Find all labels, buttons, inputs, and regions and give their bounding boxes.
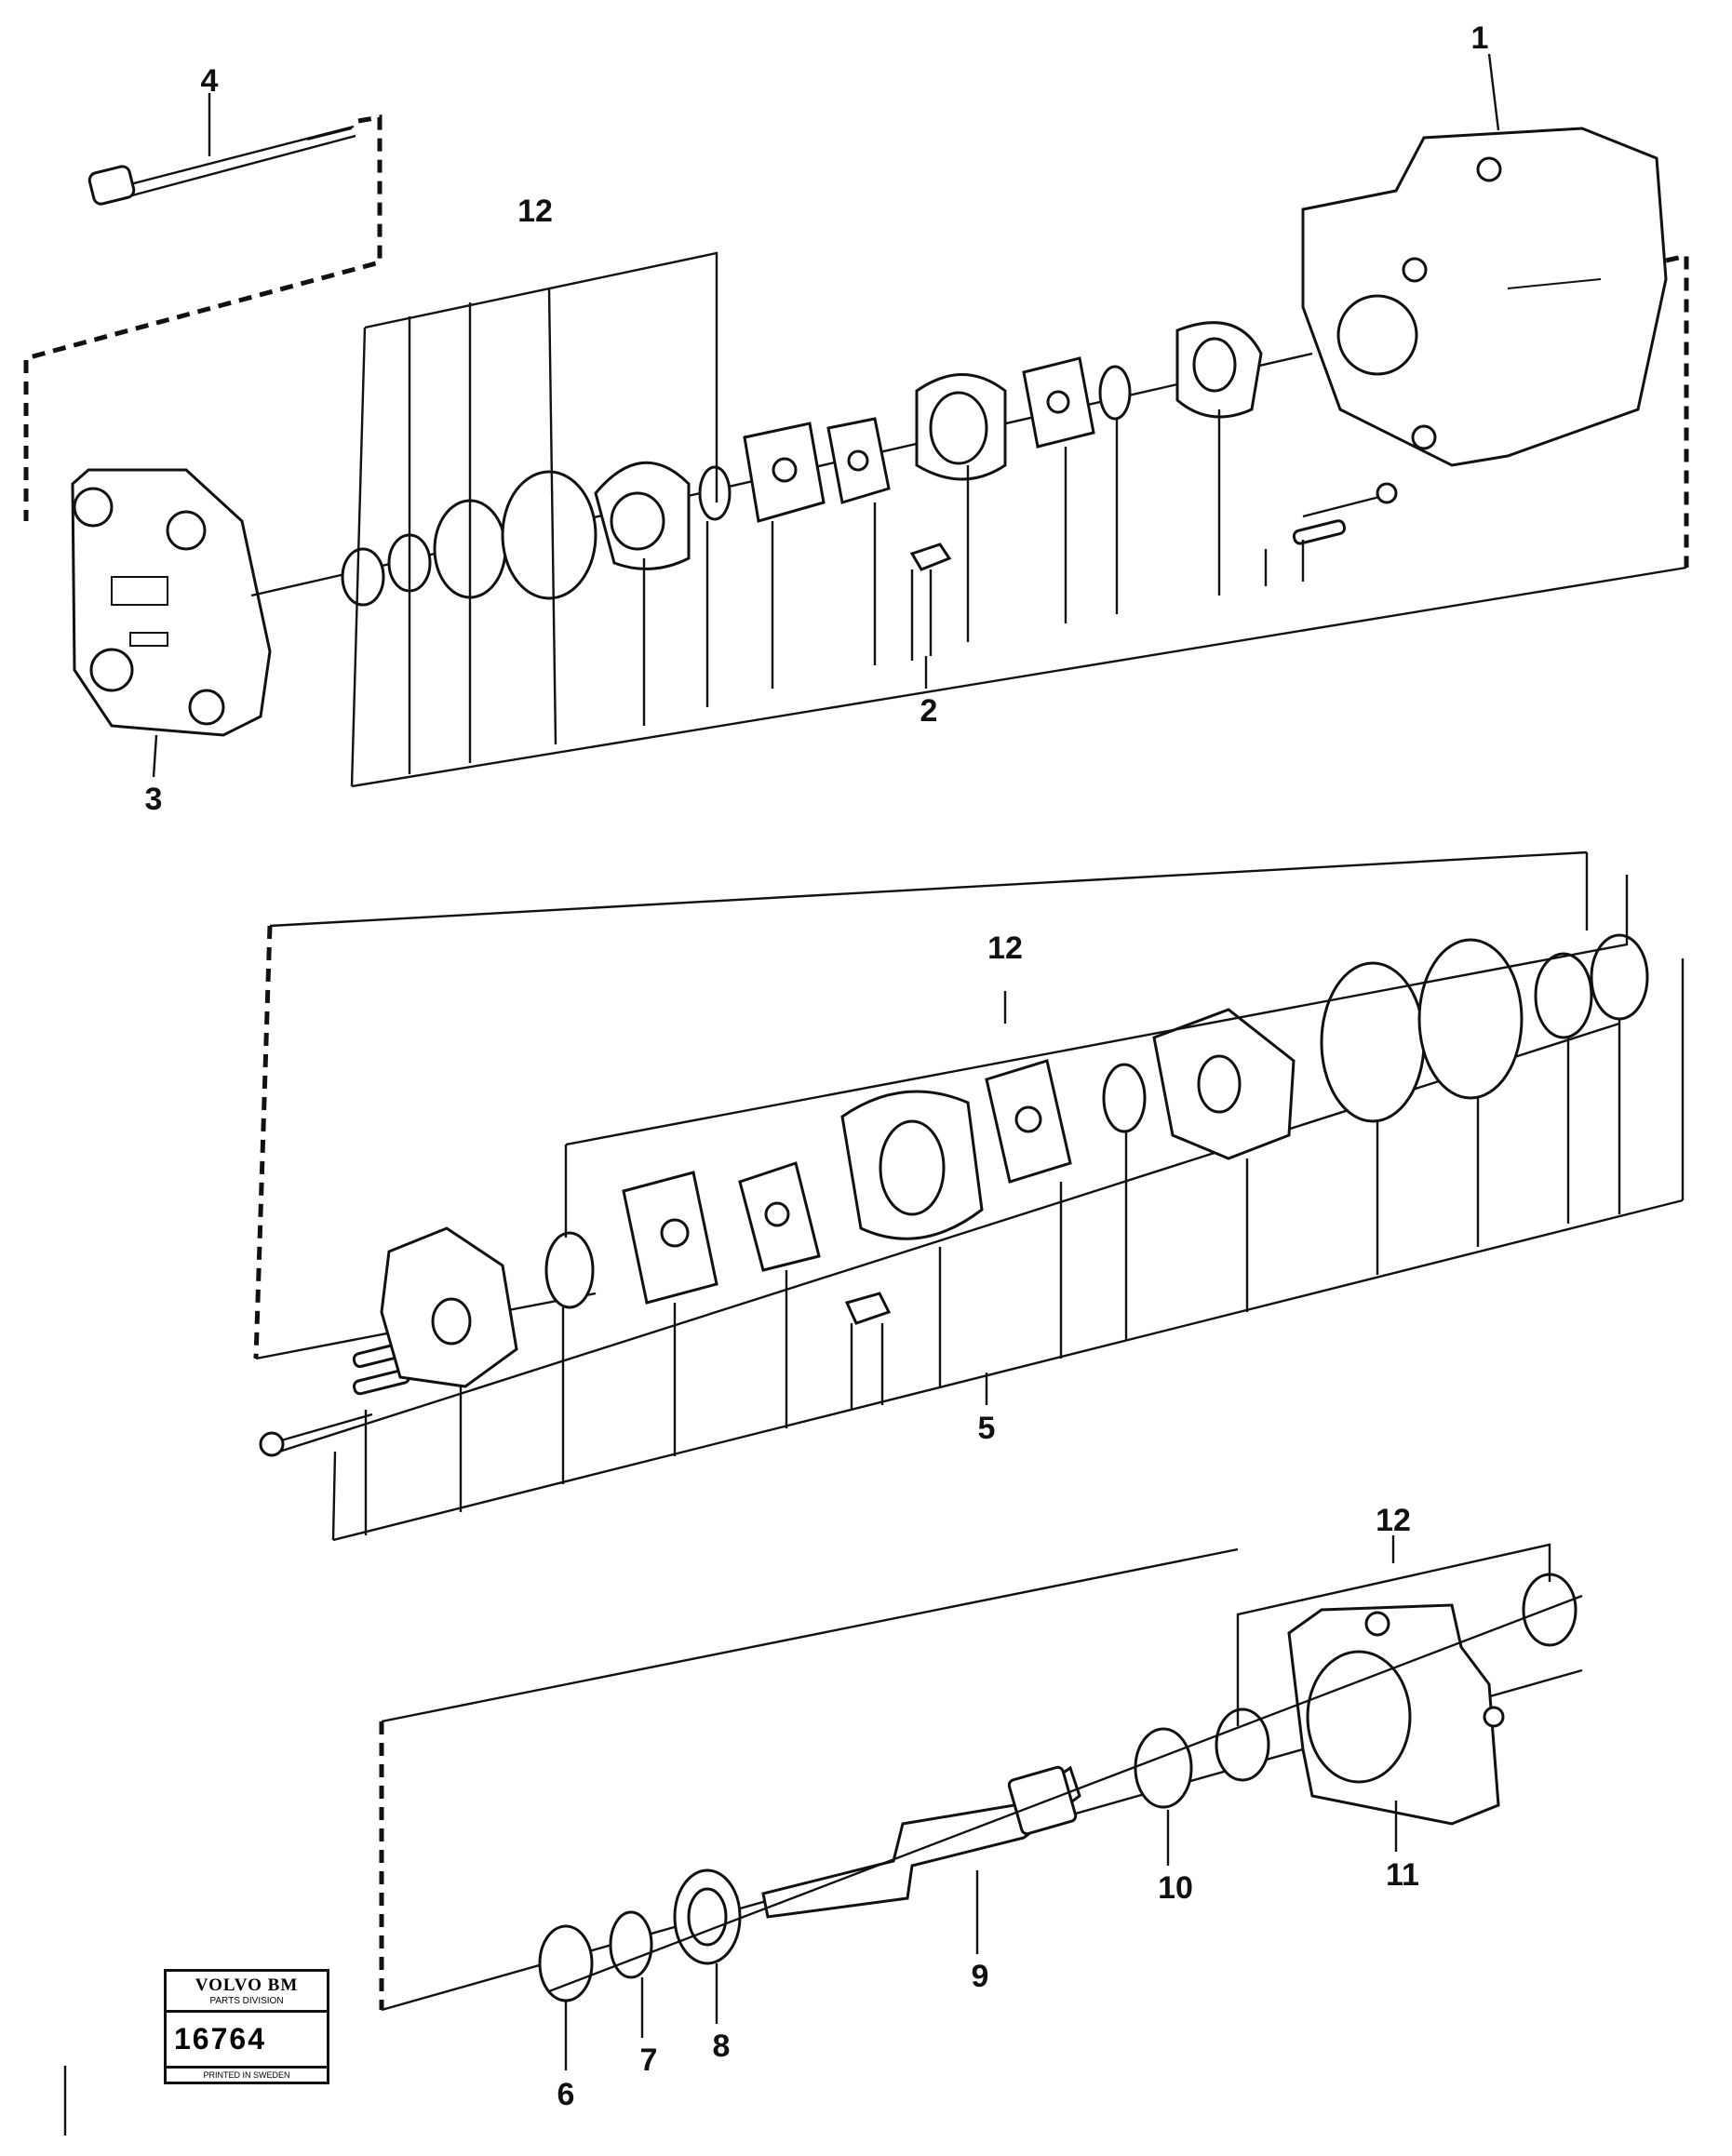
side-plate-part xyxy=(985,1059,1072,1184)
clip-part xyxy=(844,1292,892,1325)
volvo-bm-stamp: VOLVO BM PARTS DIVISION 16764 PRINTED IN… xyxy=(164,1969,329,2084)
group-bracket-12-bottom xyxy=(1236,1543,1551,1726)
callout-12-mid: 12 xyxy=(987,931,1023,966)
section-top xyxy=(23,53,1689,788)
front-housing-part xyxy=(1287,1603,1505,1826)
seal-ring xyxy=(1134,1727,1193,1809)
cam-ring-part xyxy=(840,1090,984,1240)
bracket-dash-right xyxy=(1665,252,1689,568)
pressure-plate-part xyxy=(1175,321,1263,419)
bearing-housing-part xyxy=(594,461,691,570)
leader-3 xyxy=(152,734,158,778)
o-ring xyxy=(501,470,597,600)
group-bracket-12-mid xyxy=(565,875,1629,1146)
callout-2: 2 xyxy=(920,693,938,729)
axis-bottom xyxy=(548,1594,1583,1993)
spring-ring xyxy=(698,465,732,521)
circlip-part xyxy=(609,1910,653,1979)
stamp-brand: VOLVO BM xyxy=(195,1975,299,1995)
pressure-plate-part xyxy=(380,1226,518,1388)
group-bracket-12-top xyxy=(364,251,718,502)
pump-body-part xyxy=(1301,127,1668,467)
drive-shaft-part xyxy=(761,1765,1081,1919)
o-ring xyxy=(1417,938,1524,1100)
callout-12-top: 12 xyxy=(517,194,553,229)
bolt-part xyxy=(87,125,356,206)
shaft-seal-part xyxy=(1215,1707,1270,1782)
axis-middle xyxy=(278,1022,1620,1453)
clip-part xyxy=(909,542,952,571)
seal-ring xyxy=(1534,952,1593,1039)
stamp-printed: PRINTED IN SWEDEN xyxy=(167,2066,327,2082)
pin-part xyxy=(1292,519,1347,545)
seal-ring xyxy=(538,1924,594,2002)
stamp-division: PARTS DIVISION xyxy=(167,1996,327,2013)
leader-1 xyxy=(1487,53,1500,131)
callout-10: 10 xyxy=(1158,1870,1193,1906)
section-middle xyxy=(253,850,1685,1542)
callout-11: 11 xyxy=(1386,1857,1419,1893)
cam-ring-part xyxy=(915,373,1007,481)
end-cover-part xyxy=(71,468,272,737)
bracket-dash-left-mid xyxy=(253,925,273,1359)
side-plate-part xyxy=(622,1171,718,1305)
spring-ring xyxy=(544,1231,595,1309)
seal-ring xyxy=(341,547,385,607)
callout-9: 9 xyxy=(972,1959,989,1994)
seal-ring xyxy=(1522,1573,1578,1647)
pressure-plate-part xyxy=(1152,1008,1296,1160)
callout-7: 7 xyxy=(640,2042,658,2078)
screw-part xyxy=(1302,493,1388,518)
rotor-part xyxy=(738,1161,821,1272)
side-plate-part xyxy=(743,422,826,523)
seal-ring xyxy=(1590,933,1649,1021)
callout-5: 5 xyxy=(978,1411,996,1446)
bracket-dash-top xyxy=(23,114,383,521)
stamp-number: 16764 xyxy=(174,2022,266,2056)
o-ring xyxy=(1320,961,1426,1123)
bearing-part xyxy=(673,1868,742,1965)
spring-ring xyxy=(1102,1063,1147,1133)
callout-1: 1 xyxy=(1471,20,1489,56)
callout-4: 4 xyxy=(201,63,219,99)
side-plate-part xyxy=(1022,356,1095,449)
spring-ring xyxy=(1098,365,1132,421)
callout-6: 6 xyxy=(557,2077,575,2112)
callout-3: 3 xyxy=(145,782,163,817)
callout-8: 8 xyxy=(713,2029,731,2064)
section-bottom xyxy=(63,1535,1583,2136)
rotor-part xyxy=(826,417,891,504)
callout-12-bottom: 12 xyxy=(1376,1503,1411,1538)
